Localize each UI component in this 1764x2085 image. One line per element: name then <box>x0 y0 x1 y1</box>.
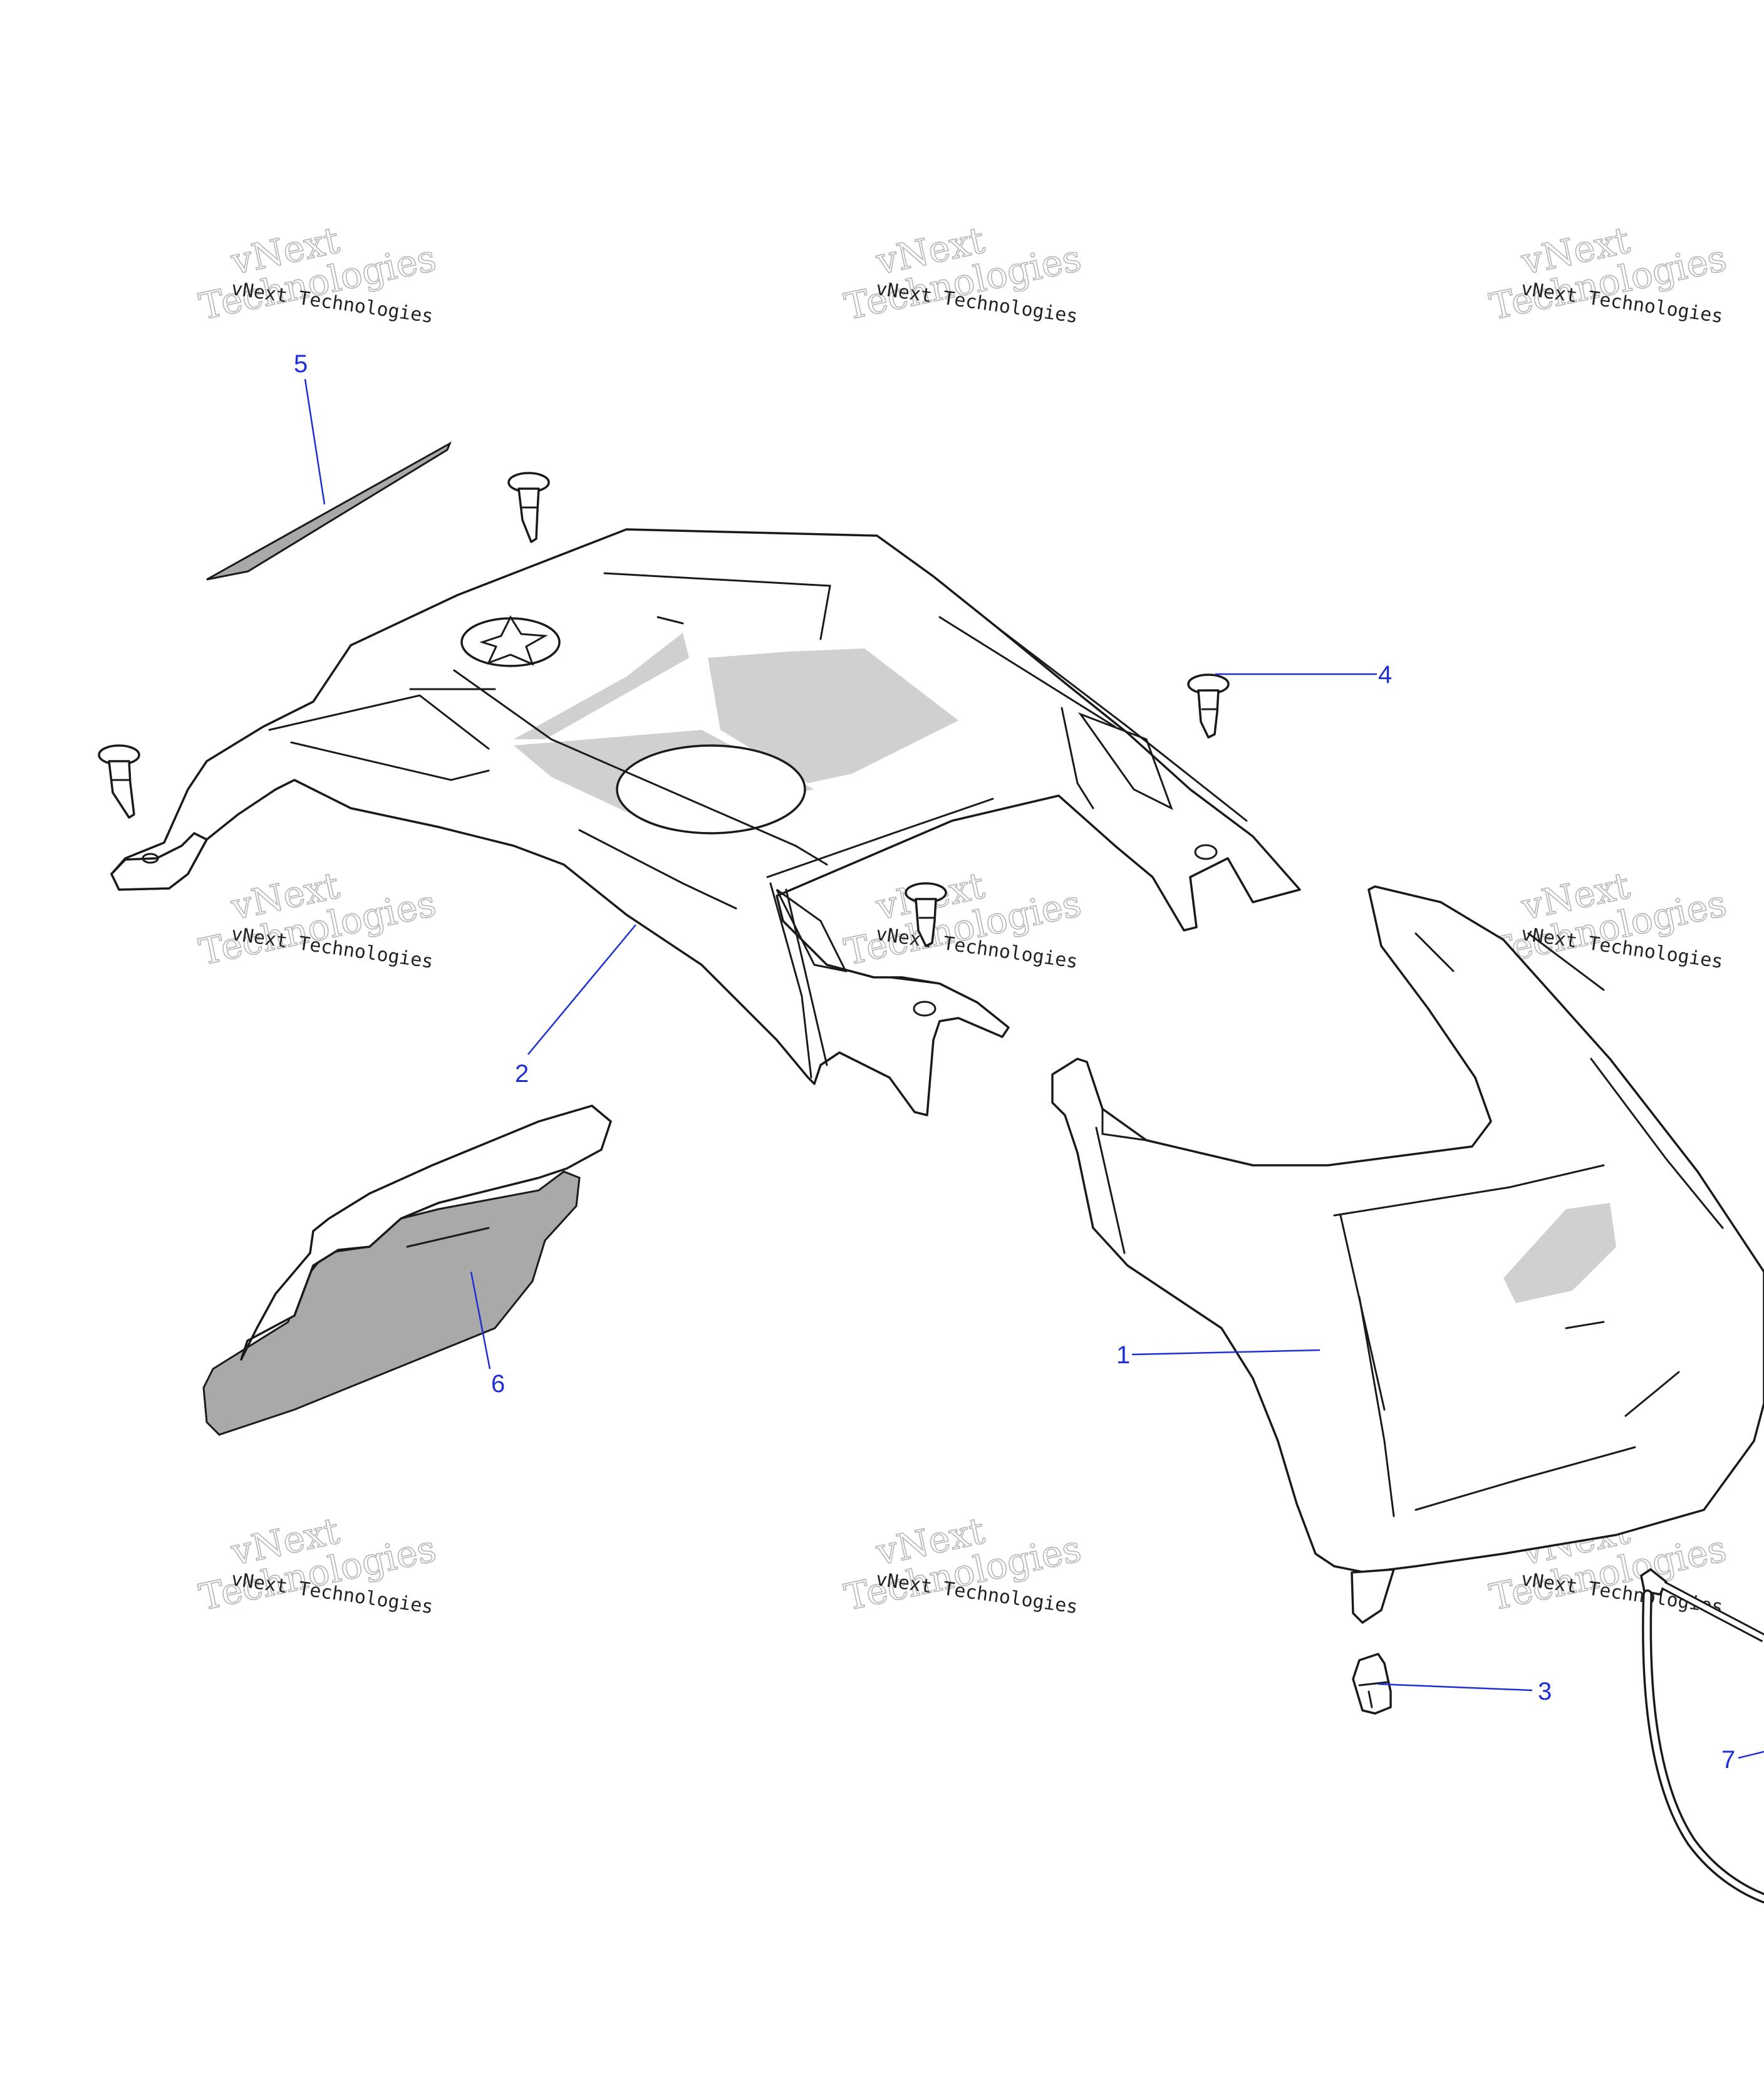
star-icon <box>479 615 549 666</box>
leader-1 <box>1131 1349 1320 1356</box>
mount-hole <box>913 1001 936 1017</box>
fender-detail <box>656 616 684 625</box>
left-mount-foot <box>110 832 208 891</box>
leader-lines <box>304 378 1764 1759</box>
callout-1: 1 <box>1116 1341 1130 1369</box>
push-rivet <box>1187 673 1230 739</box>
fender-detail <box>1061 707 1094 809</box>
callout-4: 4 <box>1378 661 1392 689</box>
push-rivet <box>905 882 947 947</box>
part-3-clip <box>1352 1653 1392 1715</box>
callout-3: 3 <box>1538 1678 1552 1705</box>
leader-7 <box>1738 1750 1764 1759</box>
fender-detail <box>785 888 828 1066</box>
fender-detail <box>578 829 737 910</box>
part-7-cable-tie <box>1640 1568 1764 1903</box>
clip-detail <box>1367 1690 1373 1708</box>
cable-tie-strap-inner <box>1644 1591 1764 1901</box>
part-2-rear-fender <box>110 528 1301 1116</box>
part-5-decal-strip <box>206 441 452 581</box>
side-panel-shade <box>1503 1203 1616 1303</box>
callout-7: 7 <box>1721 1746 1735 1774</box>
side-panel-detail <box>1414 1446 1636 1511</box>
side-panel-detail <box>1527 932 1605 991</box>
cable-tie-strap <box>1642 1589 1764 1903</box>
part-6-side-pad <box>202 1105 612 1436</box>
fender-opening <box>616 744 806 835</box>
side-panel-detail <box>1358 1296 1395 1517</box>
callout-6: 6 <box>491 1370 505 1398</box>
push-rivet <box>507 472 550 543</box>
fender-shade <box>708 648 958 783</box>
fender-detail <box>995 625 1248 822</box>
callout-5: 5 <box>294 350 308 378</box>
side-pad-top <box>240 1105 612 1361</box>
mount-hole <box>142 853 159 864</box>
side-pad-detail <box>406 1227 490 1248</box>
fender-detail <box>290 741 490 781</box>
leader-2 <box>527 924 636 1055</box>
side-panel-detail <box>1333 1164 1605 1217</box>
side-panel-detail <box>1590 1058 1724 1229</box>
callouts: 5 4 2 6 1 3 7 <box>294 350 1735 1774</box>
callout-2: 2 <box>515 1060 529 1088</box>
fender-detail <box>766 798 994 878</box>
fender-detail <box>453 669 828 866</box>
mount-hole <box>1194 844 1218 860</box>
fender-detail <box>769 882 812 1079</box>
part-1-side-panel <box>1051 885 1764 1624</box>
fender-shade <box>514 633 689 739</box>
leader-3 <box>1377 1683 1533 1692</box>
clip-detail <box>1358 1681 1389 1687</box>
side-panel-detail <box>1624 1371 1680 1417</box>
fender-detail <box>268 694 490 750</box>
side-panel-detail <box>1414 932 1455 972</box>
push-rivet <box>98 744 140 819</box>
leader-5 <box>304 378 326 505</box>
part-4-push-rivets <box>98 472 1230 947</box>
side-panel-detail <box>1095 1126 1126 1254</box>
fender-detail <box>938 616 1116 728</box>
side-panel-detail <box>1101 1108 1148 1141</box>
fender-detail <box>888 976 941 985</box>
side-panel-body <box>1051 885 1764 1574</box>
side-panel-detail <box>1565 1321 1605 1329</box>
emblem-oval <box>460 617 561 667</box>
fender-detail <box>603 572 831 640</box>
fender-vent <box>776 888 848 973</box>
leader-6 <box>470 1271 491 1370</box>
decal-strip <box>206 441 452 581</box>
side-panel-bottom-tab <box>1351 1568 1395 1624</box>
fender-vent <box>1077 712 1173 811</box>
cable-tie-tail-inner <box>1662 1583 1764 1641</box>
